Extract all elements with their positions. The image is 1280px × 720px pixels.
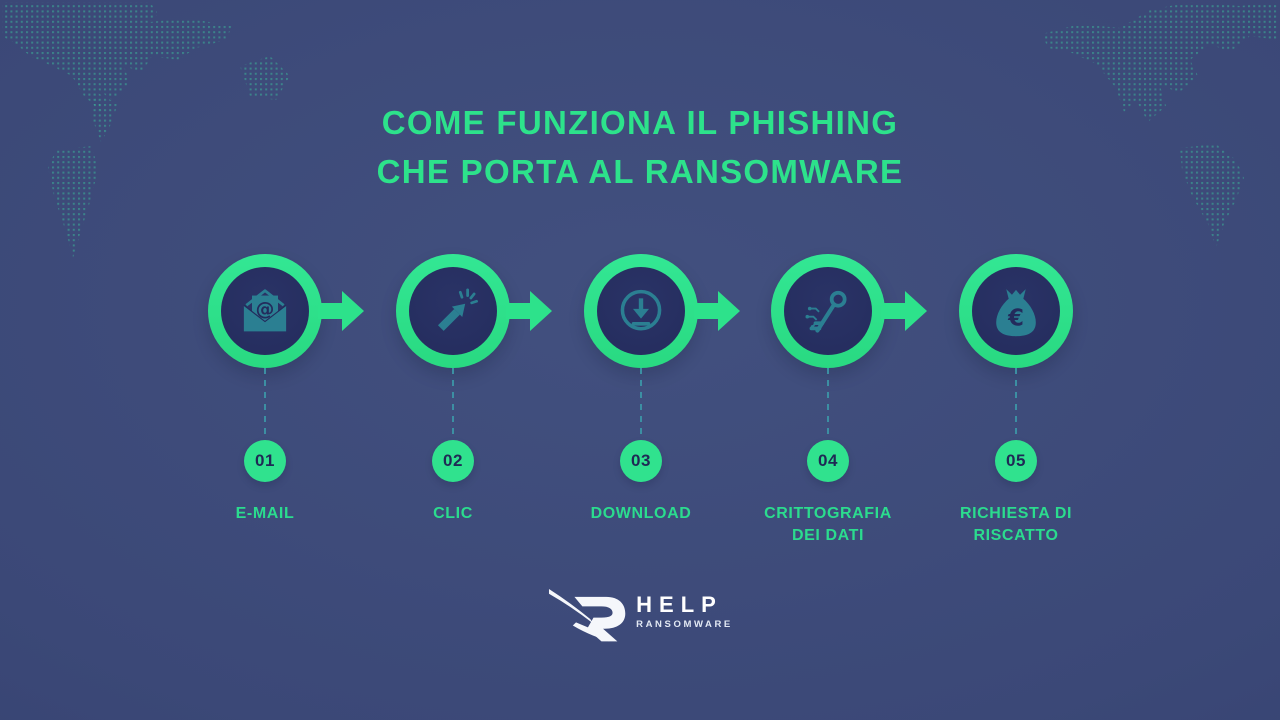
encryption-key-icon — [805, 290, 847, 333]
svg-text:@: @ — [256, 299, 275, 320]
step-label: E-MAIL — [235, 505, 295, 522]
step-email: @ 01 E-MAIL — [171, 254, 364, 525]
step-circle — [771, 254, 885, 368]
step-number-badge: 05 — [995, 440, 1037, 482]
flow-arrow-icon — [318, 291, 364, 331]
step-circle — [584, 254, 698, 368]
dashed-connector — [452, 368, 454, 440]
download-icon — [620, 289, 662, 331]
step-number-badge: 01 — [244, 440, 286, 482]
dashed-connector — [264, 368, 266, 440]
step-clic: 02 CLIC — [359, 254, 552, 525]
step-number-badge: 04 — [807, 440, 849, 482]
step-label: CLIC — [433, 505, 473, 522]
money-bag-euro-icon: € — [996, 289, 1036, 337]
step-download: 03 DOWNLOAD — [547, 254, 740, 525]
help-ransomware-logo: HELP RANSOMWARE — [547, 581, 733, 643]
flow-arrow-icon — [694, 291, 740, 331]
step-ransom: € 05 RICHIESTA DI RISCATTO — [922, 254, 1110, 548]
svg-text:€: € — [1007, 306, 1024, 332]
dashed-connector — [1015, 368, 1017, 440]
dashed-connector — [640, 368, 642, 440]
dashed-connector — [827, 368, 829, 440]
step-number-badge: 03 — [620, 440, 662, 482]
step-label: CRITTOGRAFIA DEI DATI — [764, 505, 892, 545]
logo-subtitle: RANSOMWARE — [636, 619, 733, 631]
step-circle: @ — [208, 254, 322, 368]
step-label: DOWNLOAD — [590, 505, 692, 522]
page-title: COME FUNZIONA IL PHISHING CHE PORTA AL R… — [376, 104, 904, 190]
step-circle: € — [959, 254, 1073, 368]
helpransomware-r-swoosh-icon — [548, 588, 626, 642]
cursor-click-icon — [437, 288, 478, 331]
flow-arrow-icon — [506, 291, 552, 331]
step-number-badge: 02 — [432, 440, 474, 482]
step-circle — [396, 254, 510, 368]
logo-title: HELP — [636, 592, 723, 618]
step-encryption: 04 CRITTOGRAFIA DEI DATI — [734, 254, 927, 548]
step-label: RICHIESTA DI RISCATTO — [959, 505, 1073, 545]
flow-arrow-icon — [881, 291, 927, 331]
email-at-icon: @ — [243, 289, 287, 332]
